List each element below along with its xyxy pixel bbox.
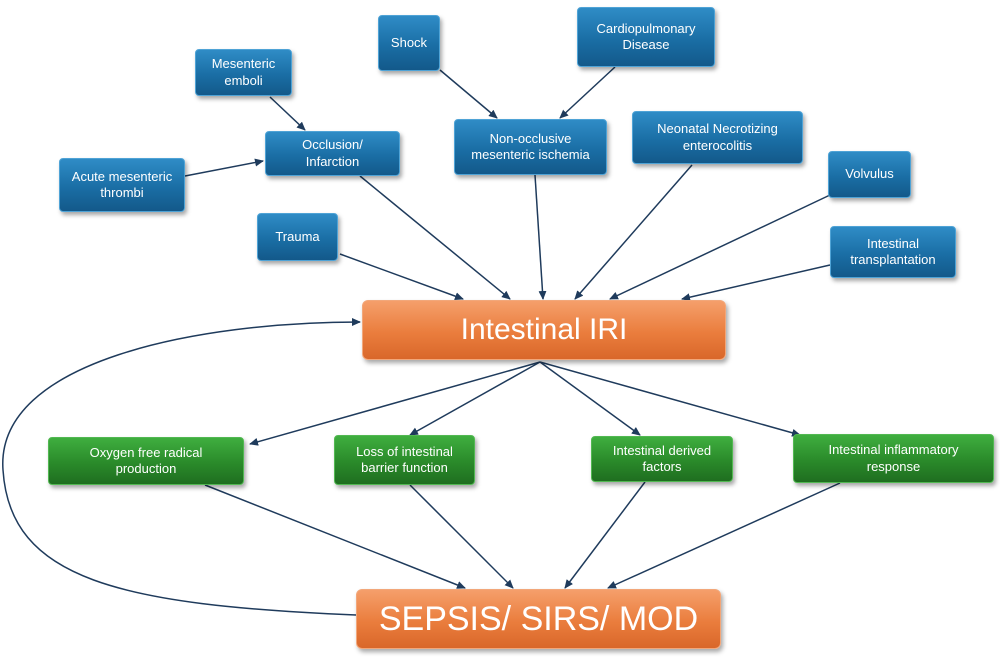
arrow-iri-to-inflammatory — [539, 361, 801, 437]
node-oxygen-free-radical: Oxygen free radical production — [48, 437, 244, 485]
arrow-iri-to-barrier — [409, 361, 541, 436]
arrow-thrombi-to-occlusion — [184, 158, 264, 177]
node-cardiopulmonary-disease: Cardiopulmonary Disease — [577, 7, 715, 67]
arrow-shock-to-nonocclusive — [439, 69, 498, 119]
arrow-volvulus-to-iri — [609, 194, 831, 300]
arrow-oxygen-to-sepsis — [204, 484, 466, 589]
node-intestinal-iri: Intestinal IRI — [362, 300, 726, 360]
node-acute-mesenteric-thrombi: Acute mesenteric thrombi — [59, 158, 185, 212]
arrow-iri-to-oxygen — [249, 361, 541, 446]
arrow-derived-to-sepsis — [564, 481, 646, 589]
arrow-emboli-to-occlusion — [269, 96, 306, 131]
arrow-transplant-to-iri — [681, 264, 831, 302]
node-intestinal-transplantation: Intestinal transplantation — [830, 226, 956, 278]
node-shock: Shock — [378, 15, 440, 71]
arrow-occlusion-to-iri — [359, 175, 511, 300]
arrow-trauma-to-iri — [339, 253, 464, 301]
arrow-cardio-to-nonocclusive — [559, 66, 616, 119]
node-neonatal-nec: Neonatal Necrotizing enterocolitis — [632, 111, 803, 164]
node-trauma: Trauma — [257, 213, 338, 261]
node-non-occlusive-ischemia: Non-occlusive mesenteric ischemia — [454, 119, 607, 175]
node-volvulus: Volvulus — [828, 151, 911, 198]
arrow-nec-to-iri — [574, 164, 693, 300]
arrow-iri-to-derived — [539, 361, 641, 436]
node-sepsis-sirs-mod: SEPSIS/ SIRS/ MOD — [356, 589, 721, 649]
node-intestinal-inflammatory-response: Intestinal inflammatory response — [793, 434, 994, 483]
arrow-nonocclusive-to-iri — [534, 174, 547, 300]
arrow-inflammatory-to-sepsis — [607, 482, 841, 589]
node-mesenteric-emboli: Mesenteric emboli — [195, 49, 292, 96]
arrow-barrier-to-sepsis — [409, 484, 514, 589]
node-loss-barrier-function: Loss of intestinal barrier function — [334, 435, 475, 485]
node-occlusion-infarction: Occlusion/ Infarction — [265, 131, 400, 176]
node-intestinal-derived-factors: Intestinal derived factors — [591, 436, 733, 482]
